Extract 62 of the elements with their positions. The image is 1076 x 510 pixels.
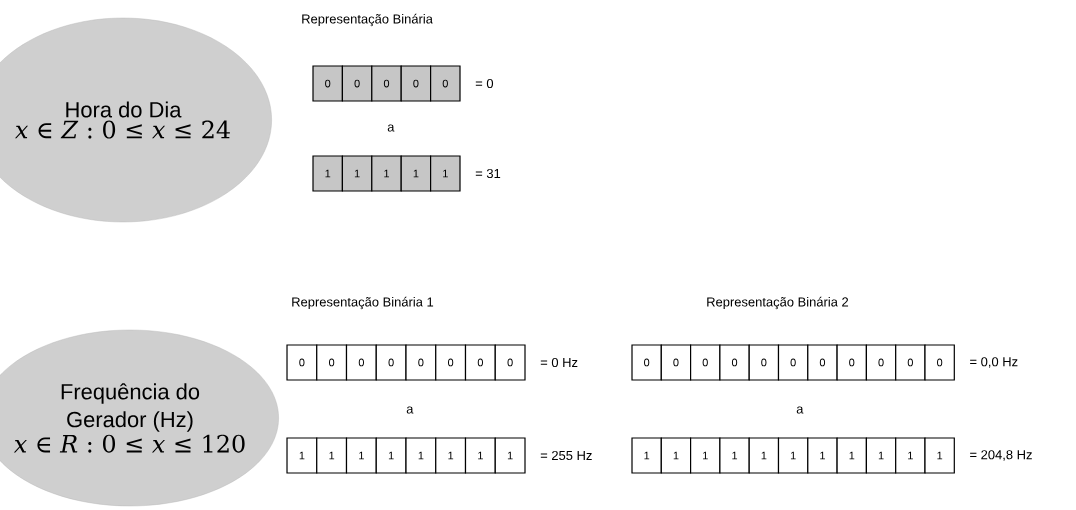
bit-cell: 0: [777, 344, 809, 381]
value-label: = 204,8 Hz: [970, 450, 1032, 461]
bit-cell: 1: [660, 437, 692, 474]
bit-cell: 1: [690, 437, 721, 474]
bit-cell: 1: [865, 437, 897, 474]
text-label: a: [796, 406, 804, 414]
bit-cell: 0: [836, 344, 867, 381]
value-label: = 0: [475, 78, 494, 89]
text-label: Representação Binária 2: [707, 296, 849, 310]
bit-cell: 0: [371, 65, 402, 102]
bit-cell: 1: [341, 155, 373, 192]
bit-cell: 0: [924, 344, 955, 381]
bit-cell: 1: [748, 437, 780, 474]
text-label: a: [387, 124, 395, 132]
bit-cell: 1: [719, 437, 750, 474]
bit-cell: 0: [312, 65, 343, 102]
bit-cell: 0: [865, 344, 897, 381]
bit-cell: 1: [405, 437, 437, 474]
value-label: = 0 Hz: [540, 357, 578, 368]
bit-cell: 0: [400, 65, 432, 102]
bit-cell: 0: [345, 344, 377, 381]
bit-cell: 0: [435, 344, 467, 381]
bit-cell: 1: [895, 437, 926, 474]
bit-cell: 0: [494, 344, 526, 381]
text-label: Representação Binária: [302, 13, 433, 27]
value-label: = 0,0 Hz: [970, 357, 1018, 368]
text-label: Representação Binária 1: [292, 296, 434, 310]
bit-cell: 1: [430, 155, 461, 192]
bit-cell: 1: [316, 437, 348, 474]
bit-cell: 0: [807, 344, 838, 381]
ellipse-badge: Hora do Dia x ∈ Z : 0 ≤ x ≤ 24: [0, 17, 272, 223]
bit-cell: 1: [494, 437, 526, 474]
bit-cell: 1: [836, 437, 867, 474]
bit-cell: 1: [286, 437, 318, 474]
bit-cell: 1: [400, 155, 432, 192]
bit-cell: 0: [464, 344, 496, 381]
bit-cell: 1: [777, 437, 809, 474]
bit-cell: 0: [316, 344, 348, 381]
bit-cell: 0: [375, 344, 407, 381]
bit-cell: 1: [345, 437, 377, 474]
bit-cell: 1: [807, 437, 838, 474]
bit-cell: 0: [341, 65, 373, 102]
bit-cell: 1: [631, 437, 662, 474]
bit-cell: 0: [719, 344, 750, 381]
bit-cell: 0: [430, 65, 461, 102]
ellipse-badge: Frequência do Gerador (Hz) x ∈ R : 0 ≤ x ≤ 120: [0, 329, 279, 507]
bit-cell: 1: [371, 155, 402, 192]
bit-cell: 0: [631, 344, 662, 381]
bit-cell: 1: [435, 437, 467, 474]
bit-cell: 0: [405, 344, 437, 381]
bit-cell: 1: [375, 437, 407, 474]
bit-cell: 0: [286, 344, 318, 381]
bit-cell: 1: [924, 437, 955, 474]
text-label: a: [406, 406, 414, 414]
value-label: = 255 Hz: [540, 450, 592, 461]
bit-cell: 0: [690, 344, 721, 381]
bit-cell: 0: [748, 344, 780, 381]
bit-cell: 0: [660, 344, 692, 381]
bit-cell: 1: [312, 155, 343, 192]
bit-cell: 0: [895, 344, 926, 381]
bit-cell: 1: [464, 437, 496, 474]
value-label: = 31: [475, 168, 501, 179]
